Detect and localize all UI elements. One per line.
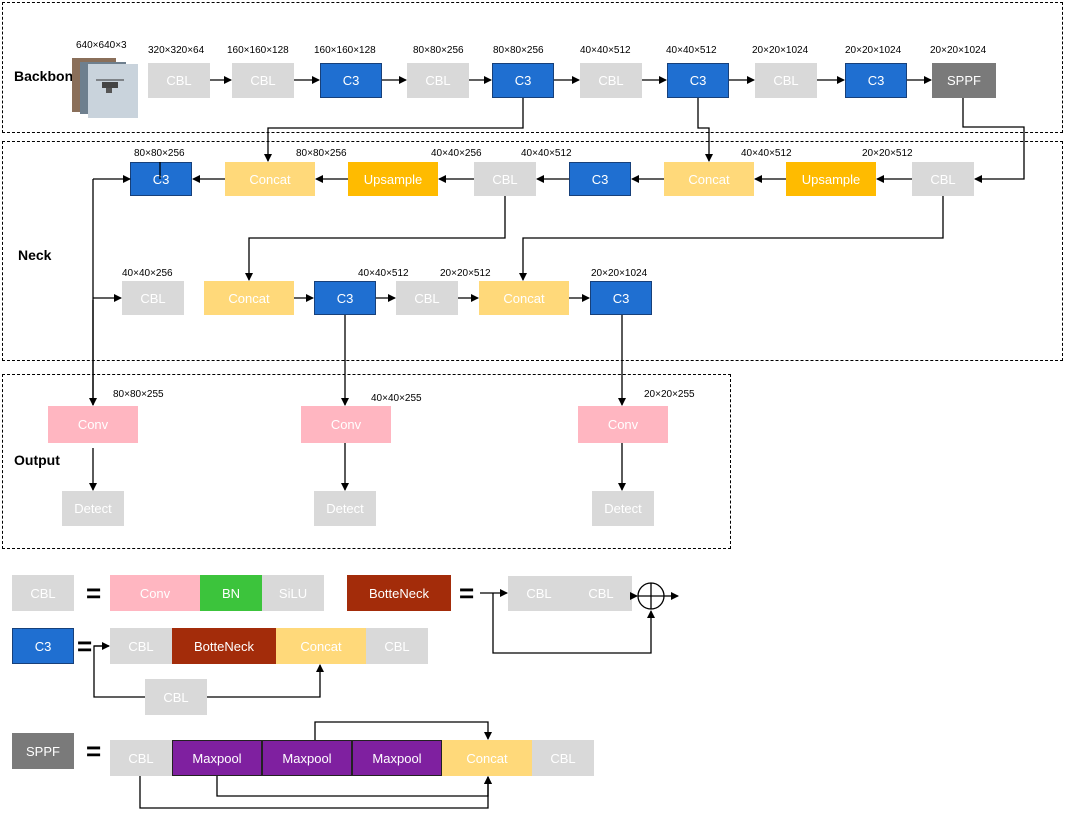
legend-cbl-bn: BN <box>200 575 262 611</box>
output-dim-1: 80×80×255 <box>113 389 164 400</box>
backbone-cbl-2: CBL <box>232 63 294 98</box>
legend-cbl-key: CBL <box>12 575 74 611</box>
legend-c3-cbl-1: CBL <box>110 628 172 664</box>
backbone-cbl-4: CBL <box>580 63 642 98</box>
backbone-dim-2: 160×160×128 <box>227 45 289 56</box>
legend-cbl-conv: Conv <box>110 575 200 611</box>
legend-bottleneck-key: BotteNeck <box>347 575 451 611</box>
backbone-c3-1: C3 <box>320 63 382 98</box>
backbone-cbl-1: CBL <box>148 63 210 98</box>
neck1-dim-4: 40×40×512 <box>521 148 572 159</box>
backbone-dim-7: 40×40×512 <box>666 45 717 56</box>
legend-sppf-maxpool-2: Maxpool <box>262 740 352 776</box>
legend-sppf-concat: Concat <box>442 740 532 776</box>
backbone-dim-1: 320×320×64 <box>148 45 205 56</box>
backbone-c3-3: C3 <box>667 63 729 98</box>
legend-c3-cbl-2: CBL <box>366 628 428 664</box>
backbone-cbl-3: CBL <box>407 63 469 98</box>
neck-c3-p4: C3 <box>314 281 376 315</box>
legend-c3-equals: = <box>77 631 93 661</box>
section-label-output: Output <box>14 452 60 468</box>
neck2-dim-1: 40×40×256 <box>122 268 173 279</box>
legend-c3-branch-cbl: CBL <box>145 679 207 715</box>
output-detect-3: Detect <box>592 491 654 526</box>
output-detect-2: Detect <box>314 491 376 526</box>
neck-concat-4: Concat <box>479 281 569 315</box>
backbone-dim-10: 20×20×1024 <box>930 45 987 56</box>
legend-sppf-cbl-2: CBL <box>532 740 594 776</box>
legend-c3-bottleneck: BotteNeck <box>172 628 276 664</box>
neck-concat-1: Concat <box>225 162 315 196</box>
neck1-dim-1: 80×80×256 <box>134 148 185 159</box>
legend-cbl-equals: = <box>86 578 102 608</box>
backbone-dim-4: 80×80×256 <box>413 45 464 56</box>
backbone-dim-5: 80×80×256 <box>493 45 544 56</box>
neck-concat-2: Concat <box>664 162 754 196</box>
neck1-dim-3: 40×40×256 <box>431 148 482 159</box>
output-conv-2: Conv <box>301 406 391 443</box>
backbone-dim-9: 20×20×1024 <box>845 45 902 56</box>
output-conv-1: Conv <box>48 406 138 443</box>
neck-c3-p3: C3 <box>130 162 192 196</box>
neck-cbl-4: CBL <box>396 281 458 315</box>
output-detect-1: Detect <box>62 491 124 526</box>
legend-sppf-key: SPPF <box>12 733 74 769</box>
output-frame <box>2 374 731 549</box>
neck2-dim-3: 20×20×512 <box>440 268 491 279</box>
backbone-sppf: SPPF <box>932 63 996 98</box>
backbone-dim-6: 40×40×512 <box>580 45 631 56</box>
legend-sppf-maxpool-3: Maxpool <box>352 740 442 776</box>
neck-cbl-1: CBL <box>474 162 536 196</box>
legend-bottleneck-equals: = <box>459 578 475 608</box>
neck-cbl-3: CBL <box>122 281 184 315</box>
neck-c3-1: C3 <box>569 162 631 196</box>
neck2-dim-2: 40×40×512 <box>358 268 409 279</box>
backbone-c3-4: C3 <box>845 63 907 98</box>
neck1-dim-6: 20×20×512 <box>862 148 913 159</box>
neck-c3-p5: C3 <box>590 281 652 315</box>
neck-frame <box>2 141 1063 361</box>
input-dim-label: 640×640×3 <box>76 40 127 51</box>
section-label-backbone: Backbone <box>14 68 81 84</box>
backbone-dim-3: 160×160×128 <box>314 45 376 56</box>
legend-c3-concat: Concat <box>276 628 366 664</box>
legend-bottleneck-cbl-2: CBL <box>570 576 632 611</box>
backbone-c3-2: C3 <box>492 63 554 98</box>
neck-concat-3: Concat <box>204 281 294 315</box>
neck2-dim-4: 20×20×1024 <box>591 268 648 279</box>
legend-bottleneck-cbl-1: CBL <box>508 576 570 611</box>
output-dim-2: 40×40×255 <box>371 393 422 404</box>
backbone-frame <box>2 2 1063 133</box>
section-label-neck: Neck <box>18 247 52 263</box>
legend-cbl-silu: SiLU <box>262 575 324 611</box>
neck1-dim-5: 40×40×512 <box>741 148 792 159</box>
neck-cbl-2: CBL <box>912 162 974 196</box>
backbone-cbl-5: CBL <box>755 63 817 98</box>
neck1-dim-2: 80×80×256 <box>296 148 347 159</box>
legend-sppf-equals: = <box>86 736 102 766</box>
backbone-dim-8: 20×20×1024 <box>752 45 809 56</box>
drone-input-image <box>72 54 138 118</box>
neck-upsample-1: Upsample <box>348 162 438 196</box>
legend-c3-key: C3 <box>12 628 74 664</box>
neck-upsample-2: Upsample <box>786 162 876 196</box>
legend-sppf-cbl-1: CBL <box>110 740 172 776</box>
legend-sppf-maxpool-1: Maxpool <box>172 740 262 776</box>
output-dim-3: 20×20×255 <box>644 389 695 400</box>
output-conv-3: Conv <box>578 406 668 443</box>
